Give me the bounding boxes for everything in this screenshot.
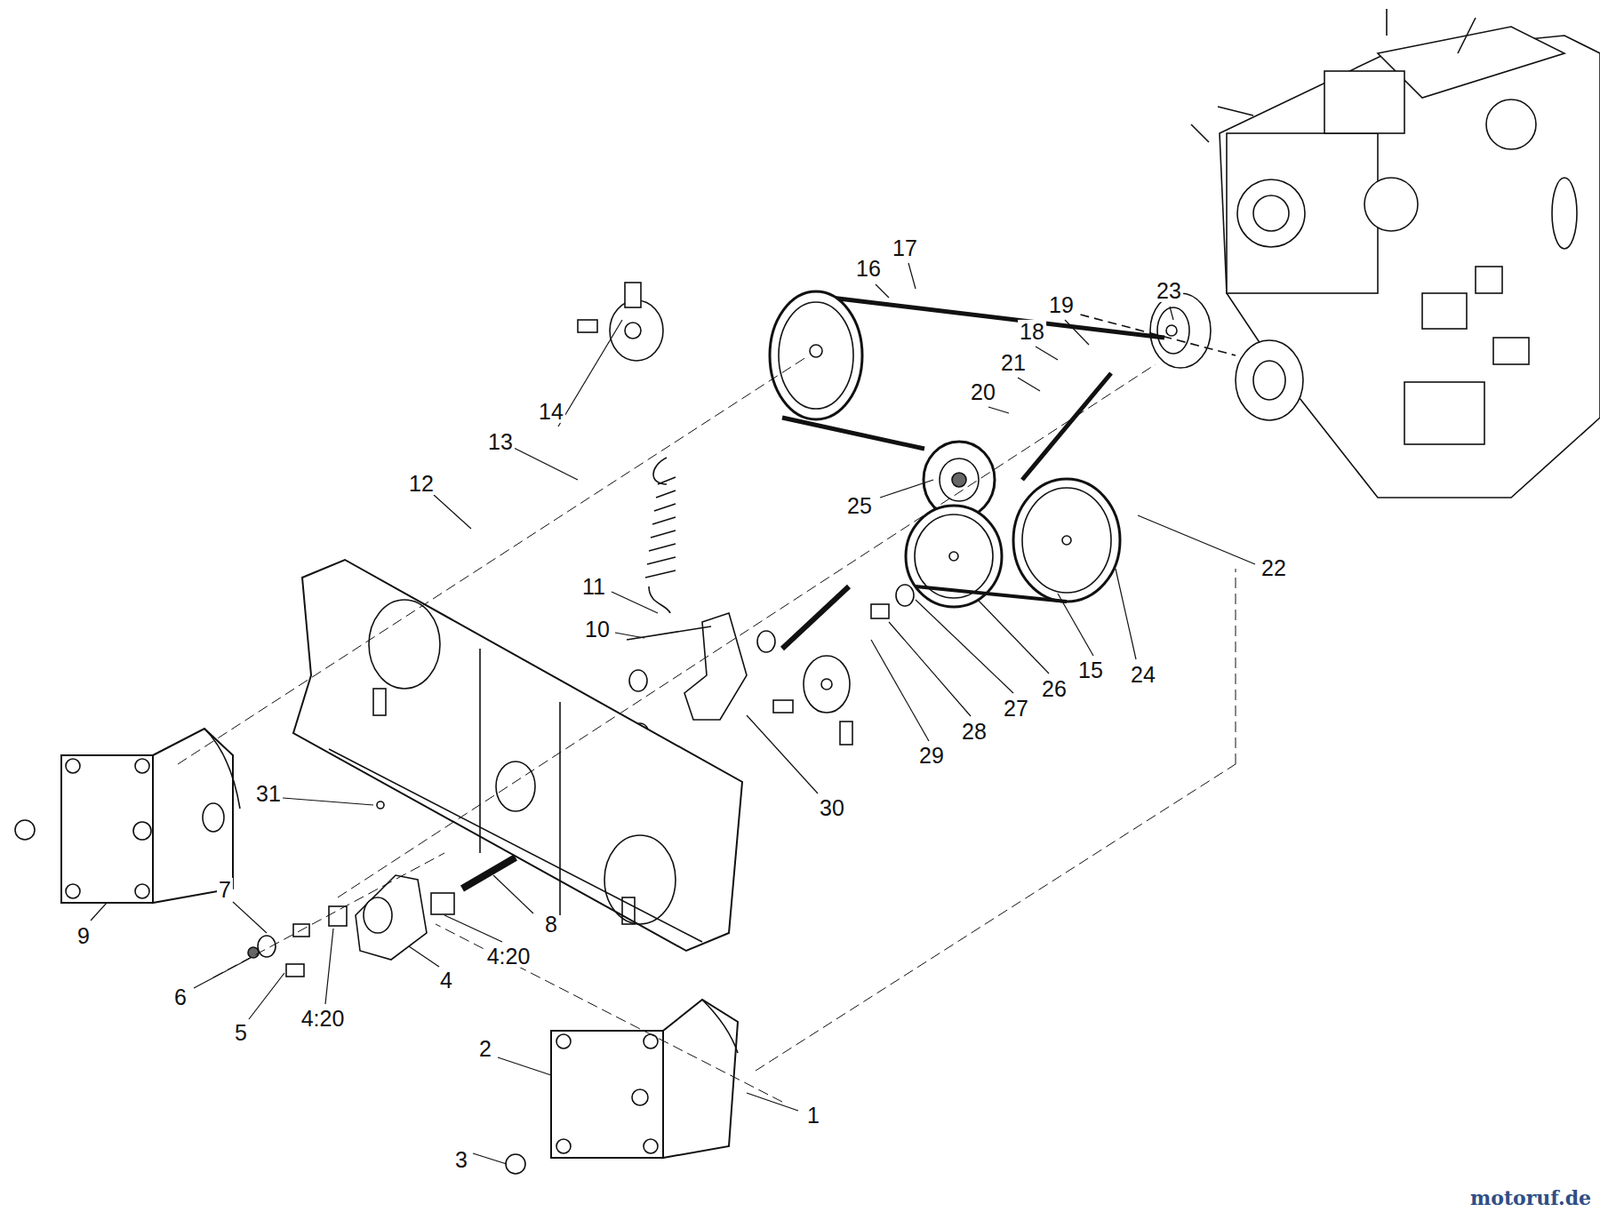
callout-number: 13 [486,430,515,454]
callout-number: 29 [917,744,946,768]
hub [577,282,664,361]
callout-number: 6 [172,985,189,1009]
tension-arm [626,457,914,745]
callout-number: 26 [1040,677,1069,701]
callout-number: 17 [890,236,920,260]
callout-number: 14 [536,400,566,424]
callout-number: 20 [968,380,998,404]
callout-number: 10 [583,617,612,641]
callout-number: 28 [960,720,989,744]
watermark: motoruf.de [1468,1188,1593,1209]
centre-lines [177,355,1236,1103]
mounting-plate [293,560,743,952]
callout-number: 12 [407,472,436,496]
callout-number: 24 [1128,663,1158,687]
callout-number: 4:20 [485,944,533,968]
callout-number: 1 [805,1104,822,1128]
callout-number: 4 [438,968,455,992]
callout-number: 5 [232,1021,249,1045]
callout-number: 4:20 [299,1007,347,1031]
callout-number: 11 [580,575,608,599]
hydraulic-pump [15,728,240,904]
callout-number: 16 [854,256,883,280]
callout-number: 2 [477,1037,494,1061]
idler-bracket [248,801,516,977]
callout-number: 23 [1154,279,1184,303]
callout-number: 31 [254,782,283,806]
callout-number: 8 [543,912,560,936]
engine [1191,8,1600,498]
callout-number: 18 [1017,320,1047,344]
callout-number: 9 [75,924,92,948]
callout-number: 21 [999,351,1028,375]
callout-number: 19 [1047,293,1076,317]
leader-lines [90,263,1256,1165]
callout-number: 30 [817,796,847,820]
callout-number: 22 [1259,556,1288,580]
hydraulic-pump [505,1000,738,1175]
callout-number: 3 [453,1148,470,1172]
callout-number: 27 [1001,696,1031,720]
pulleys [769,291,1165,608]
callout-number: 7 [216,878,233,902]
callout-number: 15 [1076,658,1105,682]
callout-number: 25 [845,494,874,518]
